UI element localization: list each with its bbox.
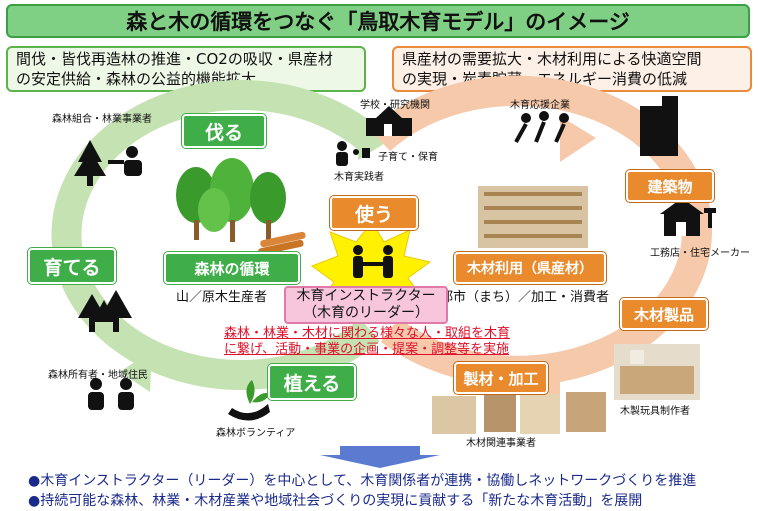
building-icon <box>640 96 678 156</box>
down-arrow <box>320 446 440 468</box>
page-title: 森と木の循環をつなぐ「鳥取木育モデル」のイメージ <box>6 4 750 38</box>
support-company-caption: 木育応援企業 <box>510 100 570 111</box>
log-pile-icon <box>258 231 306 256</box>
house-icon <box>660 198 716 236</box>
toy-maker-caption: 木製玩具制作者 <box>620 406 690 417</box>
instructor-line2: （木育のリーダー） <box>303 305 429 321</box>
bullet-1: ●木育インストラクター（リーダー）を中心として、木育関係者が連携・協働しネットワ… <box>28 473 697 489</box>
young-trees-icon <box>78 290 132 332</box>
role-description-line2: に繋げ、活動・事業の企画・提案・調整等を実施 <box>224 342 510 357</box>
role-description: 森林・林業・木材に関わる様々な人・取組を木育 に繋げ、活動・事業の企画・提案・調… <box>224 326 510 358</box>
mountain-caption: 山／原木生産者 <box>176 290 268 305</box>
childcare-icon <box>336 141 370 166</box>
role-description-line1: 森林・林業・木材に関わる様々な人・取組を木育 <box>224 326 511 341</box>
wooden-toy-room-photo <box>614 344 700 400</box>
building-label: 建築物 <box>626 170 714 202</box>
builder-caption: 工務店・住宅メーカー <box>650 248 750 259</box>
use-label: 使う <box>330 196 418 230</box>
forest-benefits-line1: 間伐・皆伐再造林の推進・CO2の吸収・県産材 <box>16 50 333 68</box>
green-cycle-ring <box>51 80 380 390</box>
lumber-photos <box>432 392 606 434</box>
forestry-worker-icon <box>74 140 142 186</box>
volunteers-caption: 森林ボランティア <box>216 428 296 439</box>
residents-icon <box>88 378 134 410</box>
forest-cycle-label: 森林の循環 <box>164 252 300 284</box>
bullet-2: ●持続可能な森林、林業・木材産業や地域社会づくりの実現に貢献する「新たな木育活動… <box>28 493 643 509</box>
cut-label: 伐る <box>182 114 266 148</box>
owners-caption: 森林所有者・地域住民 <box>48 370 148 381</box>
plant-label: 植える <box>268 364 356 400</box>
grow-label: 育てる <box>28 248 116 284</box>
wood-products-label: 木材製品 <box>620 298 708 330</box>
planting-hand-icon <box>228 380 270 421</box>
support-company-icon <box>514 111 569 143</box>
processing-label: 製材・加工 <box>454 362 548 394</box>
forest-benefits-line2: の安定供給・森林の公益的機能拡大 <box>16 70 257 88</box>
instructor-box: 木育インストラクター （木育のリーダー） <box>284 286 448 324</box>
school-caption: 学校・研究機関 <box>360 100 430 111</box>
forest-tree-icon <box>176 158 286 242</box>
school-icon <box>366 106 412 136</box>
handshake-icon <box>353 245 393 278</box>
forest-assoc-caption: 森林組合・林業事業者 <box>52 114 152 125</box>
wood-business-caption: 木材関連事業者 <box>466 438 536 449</box>
green-arrow-bottom <box>120 350 152 392</box>
wood-use-label: 木材利用（県産材） <box>454 252 606 284</box>
childcare-caption: 子育て・保育 <box>378 152 438 163</box>
instructor-line1: 木育インストラクター <box>296 288 436 304</box>
timber-building-photo <box>478 186 588 248</box>
city-caption: 都市（まち）／加工・消費者 <box>440 290 610 305</box>
wood-use-benefits-line1: 県産材の需要拡大・木材利用による快適空間 <box>402 50 702 68</box>
orange-arrow-top <box>560 116 596 162</box>
practitioner-caption: 木育実践者 <box>334 172 384 183</box>
